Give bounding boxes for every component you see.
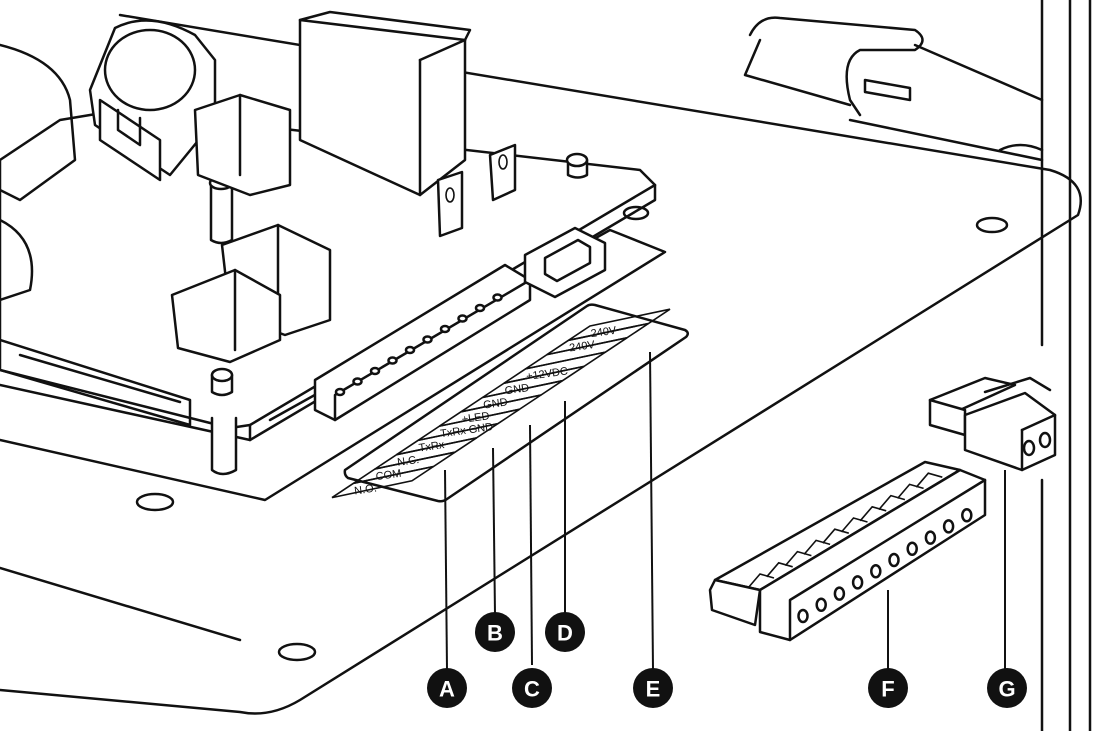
mounting-hole — [135, 492, 175, 512]
terminal-ridge — [784, 550, 812, 567]
callout-g-letter: G — [998, 677, 1015, 702]
screw-hole — [1038, 431, 1052, 449]
screw-hole — [851, 575, 864, 590]
header-pin — [439, 324, 451, 334]
screw-hole — [1022, 439, 1036, 457]
screw-hole — [906, 541, 918, 557]
spade-terminal — [488, 143, 517, 202]
mounting-hole — [975, 216, 1009, 234]
pin-header — [313, 263, 532, 422]
terminal-block-2pin — [928, 376, 1057, 472]
callout-c-letter: C — [524, 677, 540, 702]
header-pin — [369, 366, 381, 376]
board-components — [0, 10, 517, 364]
terminal-label-row — [331, 465, 434, 499]
header-pin — [422, 335, 433, 344]
callout-f: F — [868, 668, 908, 708]
header-pin — [457, 314, 468, 323]
screw-hole — [924, 530, 937, 545]
callout-c: C — [512, 668, 552, 708]
terminal-ridge — [803, 539, 831, 555]
terminal-ridge — [747, 573, 775, 589]
callout-f-letter: F — [881, 677, 894, 702]
screw-hole — [797, 608, 809, 624]
callout-lines — [444, 351, 1006, 671]
terminal-ridge — [896, 483, 924, 499]
small-connector — [523, 226, 607, 299]
screw-hole — [942, 519, 955, 534]
terminal-ridge — [840, 517, 868, 533]
callout-d-letter: D — [557, 621, 573, 646]
terminal-block-10pin — [708, 460, 987, 642]
screw-hole — [815, 597, 827, 613]
callout-a: A — [427, 668, 467, 708]
callout-d: D — [545, 612, 585, 652]
terminal-ridge — [822, 528, 850, 544]
terminal-ridge — [766, 561, 793, 578]
callout-b-letter: B — [487, 621, 503, 646]
callout-e: E — [633, 668, 673, 708]
callout-a-letter: A — [439, 677, 455, 702]
callout-b: B — [475, 612, 515, 652]
terminal-label: N.O. — [354, 482, 378, 497]
header-pin — [404, 345, 416, 355]
mounting-plate — [0, 13, 1083, 715]
header-pin — [492, 293, 503, 302]
screw-hole — [870, 563, 882, 579]
terminal-ridge — [859, 505, 887, 522]
screw-hole — [833, 586, 846, 601]
header-pin — [352, 377, 363, 386]
spade-terminal — [436, 170, 464, 238]
terminal-ridge — [878, 494, 906, 511]
header-pin — [334, 387, 346, 397]
screw-hole — [888, 552, 900, 568]
mounting-hole — [277, 642, 317, 662]
header-pin — [474, 303, 486, 313]
callout-e-letter: E — [646, 677, 661, 702]
screw-hole — [961, 507, 973, 523]
enclosure-wall — [743, 0, 1092, 731]
callout-g: G — [987, 668, 1027, 708]
header-pin — [387, 356, 398, 365]
terminal-ridge — [915, 472, 943, 488]
